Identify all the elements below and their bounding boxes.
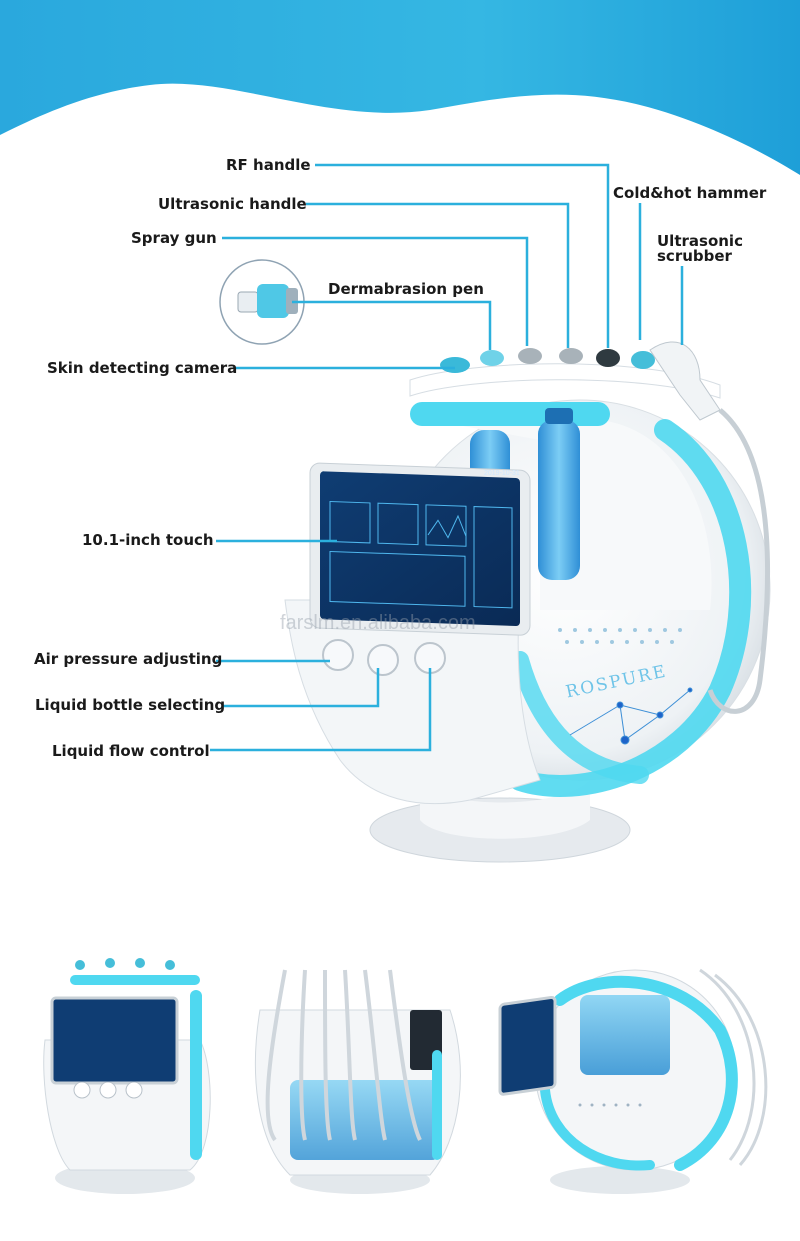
label-air-pressure: Air pressure adjusting bbox=[34, 650, 223, 668]
label-liquid-bottle: Liquid bottle selecting bbox=[35, 696, 226, 714]
view-front bbox=[43, 958, 211, 1194]
label-ultrasonic-scrubber-1: Ultrasonic bbox=[657, 232, 743, 250]
view-back bbox=[254, 969, 461, 1194]
label-liquid-flow: Liquid flow control bbox=[52, 742, 210, 760]
label-spray-gun: Spray gun bbox=[131, 229, 217, 247]
watermark: farslm.en.alibaba.com bbox=[280, 612, 476, 634]
label-cold-hot-hammer: Cold&hot hammer bbox=[613, 184, 767, 202]
label-skin-detecting-camera: Skin detecting camera bbox=[47, 359, 238, 377]
screen-date: 2019-10-31 bbox=[484, 470, 520, 477]
label-ultrasonic-handle: Ultrasonic handle bbox=[158, 195, 307, 213]
product-views bbox=[43, 958, 768, 1194]
label-rf-handle: RF handle bbox=[226, 156, 311, 174]
label-touch: 10.1-inch touch bbox=[82, 531, 214, 549]
header-wave bbox=[0, 0, 800, 175]
view-side bbox=[498, 968, 768, 1194]
label-ultrasonic-scrubber-2: scrubber bbox=[657, 247, 732, 265]
label-dermabrasion-pen: Dermabrasion pen bbox=[328, 280, 484, 298]
